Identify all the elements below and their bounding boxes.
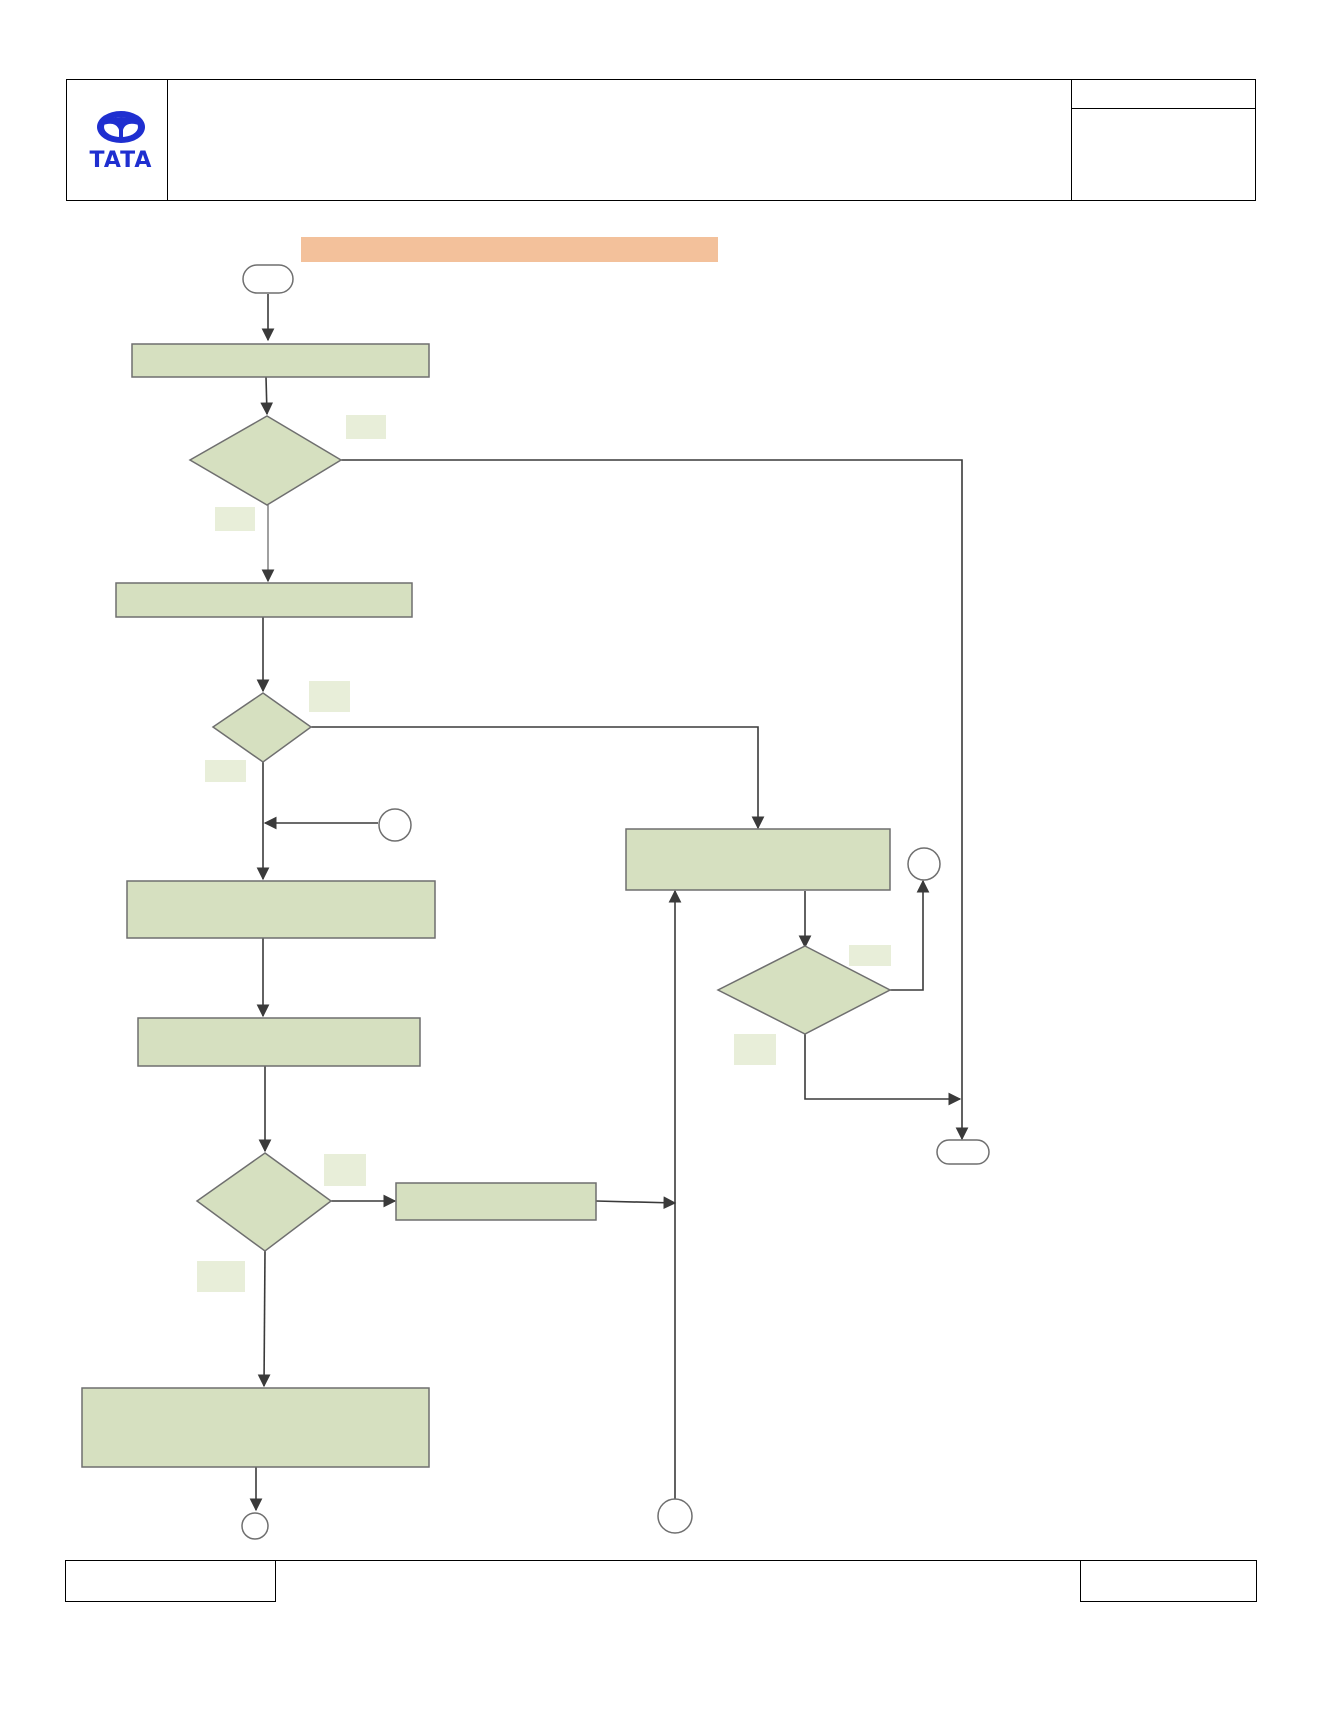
- edge-process-5-to-return-line: [595, 1196, 677, 1210]
- decision-3: [195, 1152, 333, 1252]
- edge-decision-3-no-to-process-7: [257, 1250, 271, 1388]
- tata-wordmark: TATA: [89, 148, 153, 173]
- process-box-2: [115, 582, 413, 618]
- header-divider-left: [167, 79, 168, 201]
- process-box-4: [137, 1017, 421, 1067]
- tata-logo-icon: [97, 111, 145, 143]
- connector-circle-2: [907, 847, 941, 881]
- footer-left-cell: [65, 1560, 276, 1602]
- tata-logo: [86, 108, 156, 148]
- edge-process-1-to-decision-1: [260, 376, 274, 416]
- branch-tag-7: [324, 1154, 366, 1186]
- branch-tag-1: [346, 415, 386, 439]
- connector-circle-1: [378, 808, 412, 842]
- branch-tag-4: [205, 760, 246, 782]
- branch-tag-3: [309, 681, 350, 712]
- edge-decision-1-yes-to-end: [341, 459, 969, 1141]
- process-box-6: [625, 828, 891, 891]
- decision-2: [211, 692, 313, 763]
- branch-tag-2: [215, 507, 255, 531]
- end-terminal: [936, 1139, 990, 1165]
- branch-tag-8: [197, 1261, 245, 1292]
- edge-decision-4-no-to-end: [804, 1034, 962, 1106]
- start-terminal: [242, 264, 294, 294]
- decision-4: [716, 945, 892, 1035]
- edge-decision-4-yes-to-connector: [890, 879, 930, 991]
- decision-1: [188, 415, 343, 506]
- edge-decision-2-yes-to-process-6: [311, 726, 765, 830]
- branch-tag-5: [849, 945, 891, 966]
- connector-circle-3: [657, 1498, 693, 1534]
- connector-circle-4: [241, 1512, 269, 1540]
- footer-center-text: [290, 1568, 1050, 1596]
- process-box-5: [395, 1182, 597, 1221]
- branch-tag-6: [734, 1034, 776, 1065]
- process-box-3: [126, 880, 436, 939]
- footer-right-cell: [1080, 1560, 1257, 1602]
- header-divider-right: [1071, 79, 1072, 201]
- header-frame: [66, 79, 1256, 201]
- process-box-7: [81, 1387, 430, 1468]
- header-right-split: [1071, 108, 1256, 109]
- footer-rule: [276, 1560, 1080, 1561]
- process-box-1: [131, 343, 430, 378]
- flowchart-title-banner: [301, 237, 718, 262]
